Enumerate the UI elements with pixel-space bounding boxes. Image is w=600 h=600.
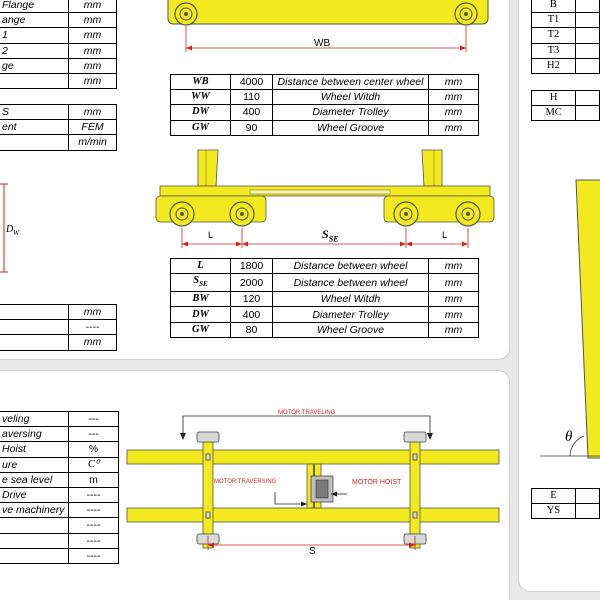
l-left-dimension-label: L	[208, 230, 214, 241]
table-row: SSE 2000 Distance between wheel mm	[170, 273, 479, 293]
wheel-diameter-dimension	[0, 183, 8, 273]
table-row: mm	[0, 303, 117, 321]
l-right-dimension-label: L	[442, 230, 448, 241]
table-row: H	[530, 89, 600, 107]
table-row: H2	[531, 57, 600, 74]
end-carriage-table: WB 4000 Distance between center wheel mm…	[170, 73, 479, 136]
table-row: MC	[530, 105, 600, 122]
table-row: DW 400 Diameter Trolley mm	[170, 306, 479, 323]
table-row: L 1800 Distance between wheel mm	[170, 257, 479, 275]
height-table: H MC	[530, 89, 600, 122]
table-row: m/min	[0, 134, 117, 151]
table-row: ----	[0, 547, 119, 564]
crane-plan-drawing	[126, 415, 500, 550]
table-row: T3	[531, 42, 600, 59]
girder-dimensions-table: B T1 T2 T3 H2	[531, 0, 600, 74]
table-row: aversing---	[0, 426, 119, 443]
trolley-drawing	[155, 149, 495, 248]
table-row: YS	[531, 503, 600, 520]
table-row: ve machinery----	[0, 502, 119, 519]
trolley-wheel-table: L 1800 Distance between wheel mm SSE 200…	[170, 257, 479, 338]
table-row: ----	[0, 532, 119, 549]
table-row: GW 90 Wheel Groove mm	[170, 119, 479, 136]
table-row: DW 400 Diameter Trolley mm	[170, 104, 479, 121]
table-row: veling---	[0, 410, 119, 428]
table-row: Hoist%	[0, 441, 119, 458]
material-table: E YS	[531, 487, 600, 520]
table-row: ----	[0, 319, 117, 336]
table-row: mm	[0, 72, 117, 90]
table-row: T2	[531, 27, 600, 44]
table-row: WB 4000 Distance between center wheel mm	[170, 73, 479, 91]
motor-hoist-label: MOTOR HOIST	[352, 479, 402, 486]
angle-theta-label: θ	[565, 429, 573, 445]
table-row: T1	[531, 12, 600, 29]
end-carriage-drawing	[167, 0, 489, 52]
table-row: BW 120 Wheel Witdh mm	[170, 291, 479, 308]
table-row: E	[531, 487, 600, 505]
table-row: mm	[0, 334, 117, 351]
girder-cross-section	[540, 179, 600, 459]
table-row: B	[531, 0, 600, 14]
dw-label: DW	[6, 224, 20, 237]
table-row: GW 80 Wheel Groove mm	[170, 321, 479, 338]
sse-dimension-label: SSE	[322, 227, 339, 244]
motor-traveling-label: MOTOR TRAVELING	[278, 410, 336, 416]
wheel-params-table: mm ---- mm	[0, 303, 117, 351]
span-dimension-label: S	[309, 546, 316, 557]
motor-traversing-label: MOTOR TRAVERSING	[214, 479, 277, 485]
table-row: WW 110 Wheel Witdh mm	[170, 89, 479, 106]
table-row: Drive----	[0, 486, 119, 504]
wb-dimension-label: WB	[314, 38, 331, 49]
table-row: ----	[0, 517, 119, 534]
